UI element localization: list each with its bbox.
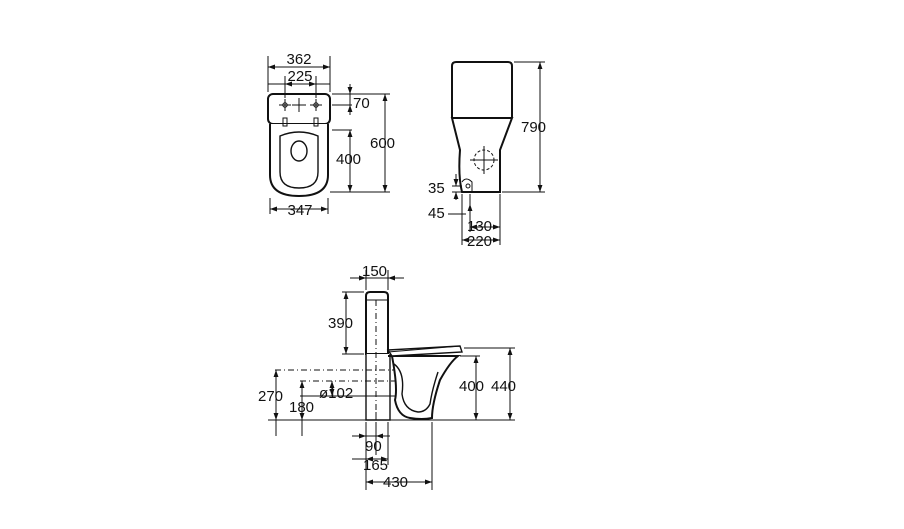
dim-side-cistern-depth: 150 <box>362 263 387 280</box>
front-view-fixing-detail <box>461 178 473 192</box>
top-view: 362 225 70 400 600 347 <box>267 51 395 219</box>
dim-side-rim-height: 440 <box>491 378 516 395</box>
dim-front-outlet-height: 35 <box>428 180 445 197</box>
dim-top-length-overall: 600 <box>370 135 395 152</box>
side-view: 150 390 400 440 270 180 ø102 90 165 430 <box>258 263 516 491</box>
top-view-fixing-holes <box>279 98 322 127</box>
side-view-cistern-outline <box>365 291 389 355</box>
dim-side-projection: 430 <box>383 474 408 491</box>
front-view-bowl-outline <box>450 117 514 193</box>
dim-top-width-cistern: 225 <box>287 68 312 85</box>
front-view-outlet-target <box>470 146 498 174</box>
dim-side-inlet-height: 270 <box>258 388 283 405</box>
side-view-pedestal-outline <box>365 354 391 421</box>
dim-top-hole-offset: 70 <box>353 95 370 112</box>
dim-side-cistern-height: 390 <box>328 315 353 332</box>
dim-side-outlet-to-wall: 165 <box>363 457 388 474</box>
side-view-trap-inner <box>393 363 439 413</box>
dim-top-width-overall: 362 <box>286 51 311 68</box>
front-view: 790 35 45 130 220 <box>428 61 546 250</box>
dim-side-seat-height: 400 <box>459 378 484 395</box>
dim-front-fixing-height: 45 <box>428 205 445 222</box>
dim-top-length-bowl: 400 <box>336 151 361 168</box>
dim-front-base-width: 220 <box>467 233 492 250</box>
dim-front-height-overall: 790 <box>521 119 546 136</box>
front-view-cistern-outline <box>451 61 513 118</box>
side-view-seat <box>386 345 463 357</box>
dim-top-width-bowl: 347 <box>287 202 312 219</box>
dim-side-outlet-center-height: 180 <box>289 399 314 416</box>
top-view-bowl-hole <box>290 140 308 162</box>
dim-side-outlet-diameter: ø102 <box>319 385 353 402</box>
dim-front-fixing-spacing: 130 <box>467 218 492 235</box>
dim-side-outlet-offset: 90 <box>365 438 382 455</box>
